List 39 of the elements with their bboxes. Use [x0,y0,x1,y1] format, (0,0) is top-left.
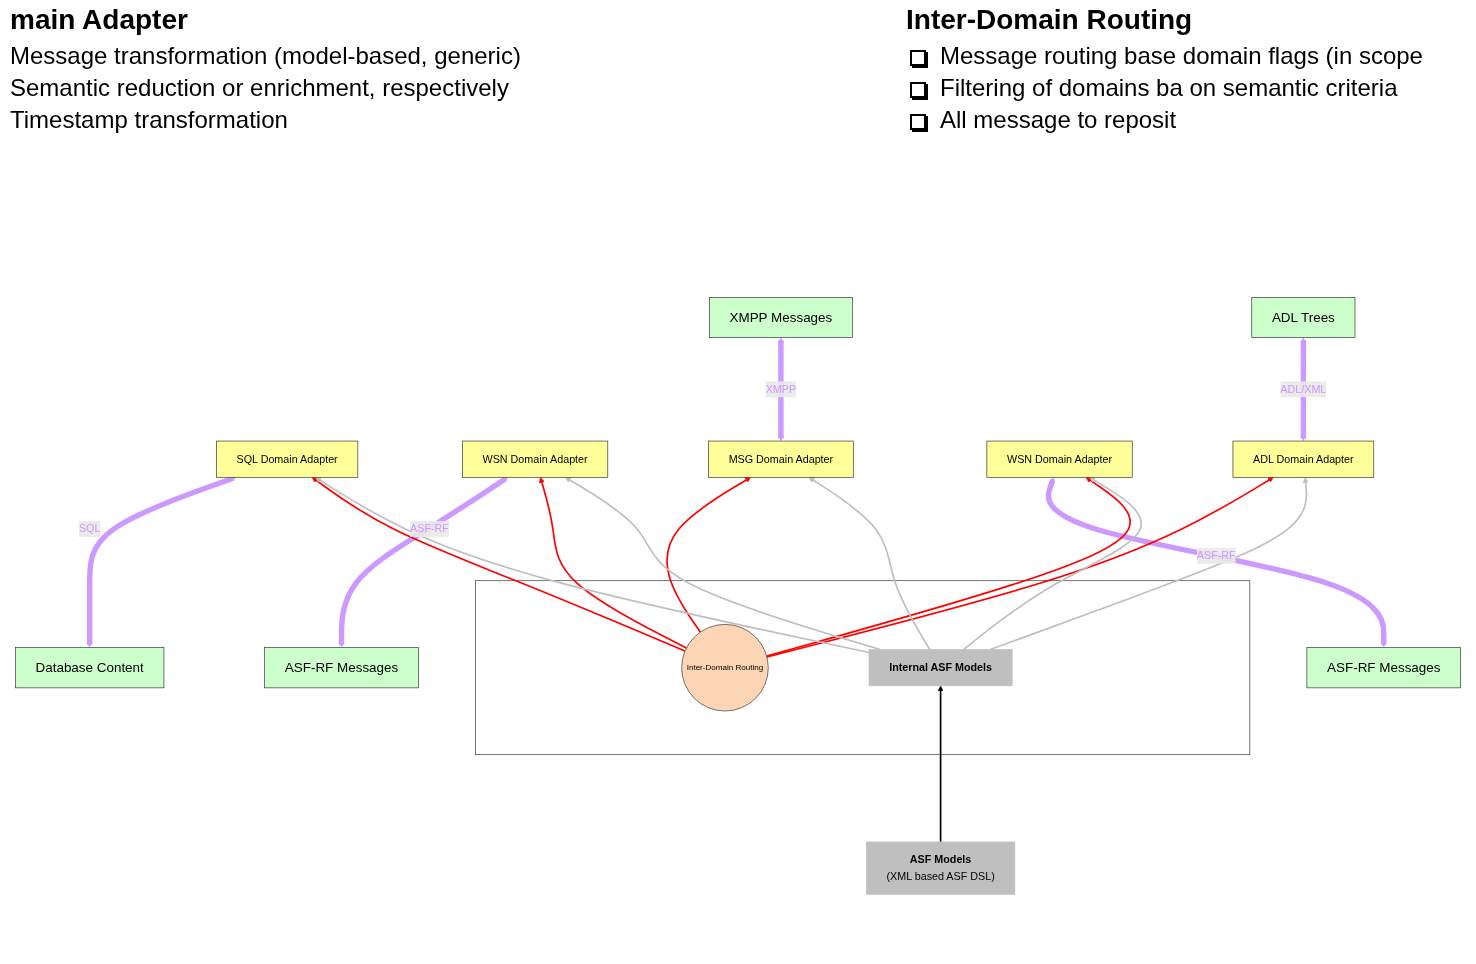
arrow [338,476,508,648]
arrow [666,477,751,634]
node-box: Database Content [15,647,165,689]
node-box: ASF-RF Messages [264,647,419,689]
edge-label: XMPP [765,383,797,395]
arrow [937,685,944,843]
bullet-text: Semantic reduction or enrichment, respectively [10,74,510,102]
node-circle: Inter-Domain Routing [681,624,769,712]
node-box: Internal ASF Models [868,649,1013,687]
arrow [315,477,870,654]
node-box: ADL Domain Adapter [1232,440,1375,478]
arrow [989,477,1309,651]
node-box: SQL Domain Adapter [216,440,359,478]
arrow [962,477,1142,651]
node-box: XMPP Messages [709,297,853,339]
section-heading: main Adapter [10,4,189,36]
bullet-text: Timestamp transformation [10,106,289,134]
bullet-text: Message transformation (model-based, generic) [10,42,522,70]
edge-label: SQL [78,523,101,535]
node-box: WSN Domain Adapter [462,440,609,478]
edge-label: ADL/XML [1280,383,1327,395]
arrow [1045,477,1387,648]
arrow [765,477,1131,658]
arrow [539,477,688,649]
node-box: ASF-RF Messages [1306,647,1461,689]
bullet-text: Filtering of domains ba on semantic criteria [940,74,1398,101]
arrow [766,477,1274,658]
edge-label: ASF-RF [1196,549,1236,562]
node-box: ASF Models (XML based ASF DSL) [865,841,1016,895]
bullet-text: All message to reposit [940,106,1177,133]
node-box: ADL Trees [1251,297,1356,339]
arrow [808,477,931,651]
bullet-text: Message routing base domain flags (in scope [940,42,1423,69]
section-heading: Inter-Domain Routing [906,4,1194,36]
node-box: WSN Domain Adapter [986,440,1133,478]
arrow [311,477,686,652]
edge-label: ASF-RF [410,523,449,535]
node-box: MSG Domain Adapter [708,440,854,478]
cluster [475,580,1251,756]
